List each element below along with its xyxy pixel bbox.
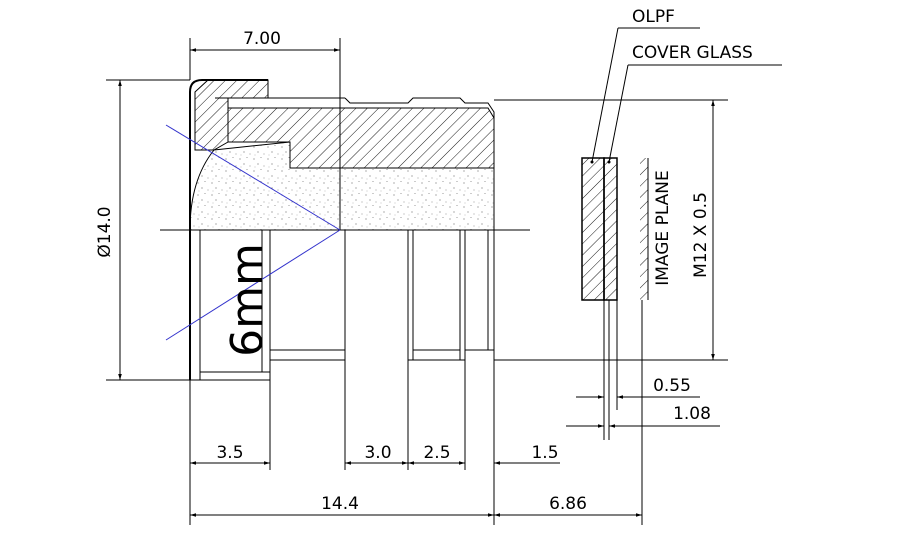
dim-glass-thickness-label: 1.08: [673, 404, 711, 424]
olpf-label: OLPF: [632, 7, 675, 27]
dim-groove-2: 2.5: [408, 443, 465, 465]
dim-groove-1: 3.0: [345, 443, 408, 465]
dim-thread: M12 X 0.5: [494, 99, 728, 361]
cover-glass-leader: COVER GLASS: [607, 43, 782, 164]
dim-olpf-thickness: 0.55: [576, 376, 700, 399]
ray-upper: [165, 124, 341, 231]
dim-diameter: Ø14.0: [95, 79, 190, 381]
dim-rear-step: 1.5: [494, 443, 560, 465]
focal-length-label: 6mm: [222, 243, 273, 357]
dim-top-width-label: 7.00: [243, 29, 281, 49]
dim-rear-step-label: 1.5: [531, 443, 558, 463]
dim-groove-2-label: 2.5: [423, 443, 450, 463]
dim-groove-1-label: 3.0: [364, 443, 391, 463]
image-plane: [640, 158, 648, 300]
dim-front-length-label: 3.5: [216, 443, 243, 463]
thread-label: M12 X 0.5: [691, 192, 711, 278]
dim-top-width: 7.00: [189, 29, 340, 80]
image-plane-label: IMAGE PLANE: [653, 170, 673, 286]
filter-stack: [581, 157, 649, 440]
ray-lower: [165, 229, 341, 341]
dim-glass-thickness: 1.08: [566, 404, 720, 428]
dim-total-length-label: 14.4: [321, 494, 359, 514]
lens-housing-section: [189, 79, 495, 231]
dim-back-focus: 6.86: [494, 494, 642, 517]
dim-front-length: 3.5: [190, 443, 270, 465]
cover-glass-label: COVER GLASS: [632, 43, 753, 63]
olpf-leader: OLPF: [590, 7, 700, 164]
lens-housing-outline: [189, 230, 495, 381]
dim-total-length: 14.4: [190, 494, 494, 517]
dim-back-focus-label: 6.86: [549, 494, 587, 514]
dim-diameter-label: Ø14.0: [95, 206, 115, 257]
dim-olpf-thickness-label: 0.55: [653, 376, 691, 396]
glass-elements: [189, 141, 495, 231]
cover-glass-plate: [603, 157, 618, 301]
olpf-plate: [581, 157, 605, 301]
extension-lines: [189, 300, 643, 525]
